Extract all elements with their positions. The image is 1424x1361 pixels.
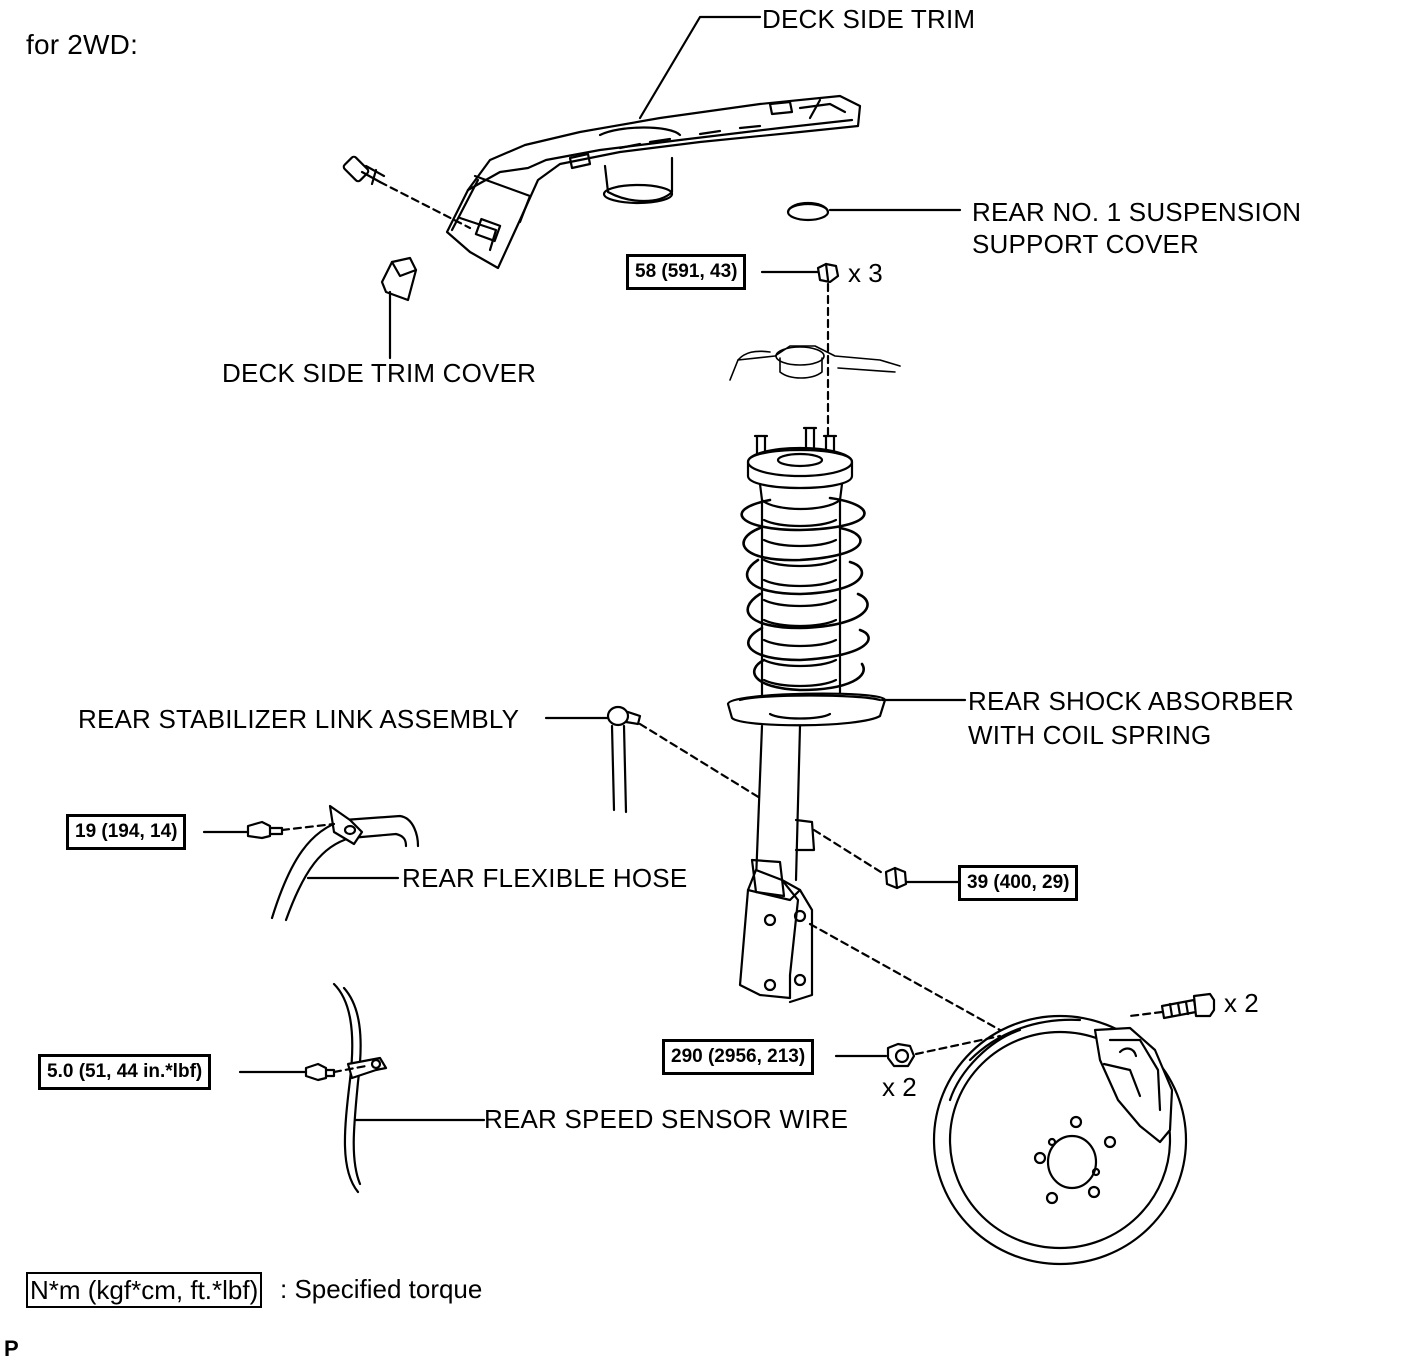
torque-stabilizer-nut: 39 (400, 29) [958,865,1079,901]
knuckle-bolt-guide [1128,1010,1164,1018]
support-nut [816,262,840,284]
knuckle-bolt [1160,992,1216,1020]
flexible-hose-part [270,804,420,922]
label-support-cover-line2: SUPPORT COVER [972,229,1200,259]
torque-knuckle-nut: 290 (2956, 213) [662,1039,815,1075]
stabilizer-link-part [606,705,642,814]
label-speed-sensor-wire: REAR SPEED SENSOR WIRE [484,1104,849,1134]
knuckle-nut [886,1042,916,1068]
torque-support-nut: 58 (591, 43) [626,254,747,290]
legend-description: : Specified torque [280,1274,483,1304]
label-flexible-hose: REAR FLEXIBLE HOSE [402,863,688,893]
knuckle-nut-guide [914,1034,1002,1056]
qty-support-nut: x 3 [848,258,883,288]
speed-sensor-wire-part [332,982,388,1194]
hose-bolt [246,820,284,840]
corner-mark: P [4,1336,19,1361]
stabilizer-nut [884,866,908,890]
label-deck-side-trim: DECK SIDE TRIM [762,4,976,34]
trim-bolt [342,155,386,186]
brake-disc-part [932,1014,1188,1266]
hose-bolt-guide [280,822,336,832]
deck-side-trim-part [445,94,862,270]
body-mount-outline [729,345,901,381]
label-shock-absorber-line1: REAR SHOCK ABSORBER [968,686,1294,716]
deck-side-trim-cover-part [380,256,418,302]
trim-bolt-guide [378,180,472,230]
sensor-bolt-guide [332,1064,368,1074]
stabilizer-nut-guide [812,828,886,876]
stabilizer-link-guide [638,722,762,800]
strut-to-knuckle-guide [808,922,1002,1032]
torque-sensor-bolt: 5.0 (51, 44 in.*lbf) [38,1054,212,1090]
qty-knuckle-bolt: x 2 [1224,988,1259,1018]
label-shock-absorber-line2: WITH COIL SPRING [968,720,1212,750]
deck-trim-leader [638,15,762,120]
legend-torque-unit-box: N*m (kgf*cm, ft.*lbf) [26,1272,263,1308]
sensor-bolt [304,1062,336,1082]
label-deck-side-trim-cover: DECK SIDE TRIM COVER [222,358,537,388]
shock-absorber-part [726,426,887,1004]
diagram-heading: for 2WD: [26,29,139,60]
label-stabilizer-link: REAR STABILIZER LINK ASSEMBLY [78,704,520,734]
label-support-cover-line1: REAR NO. 1 SUSPENSION [972,197,1302,227]
qty-knuckle-nut: x 2 [882,1072,917,1102]
torque-hose-bolt: 19 (194, 14) [66,814,187,850]
support-cover-part [786,201,830,222]
